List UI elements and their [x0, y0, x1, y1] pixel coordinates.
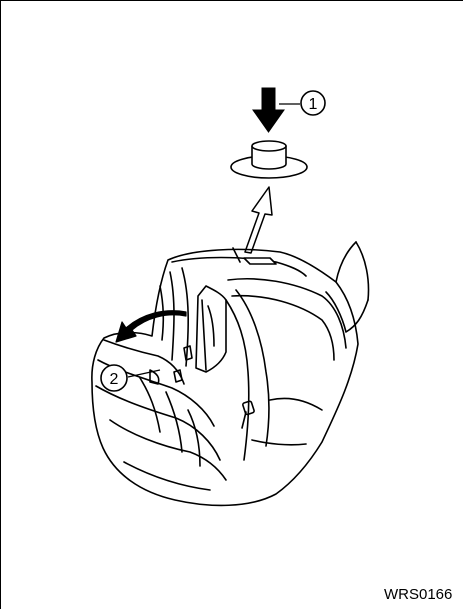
- figure-code: WRS0166: [384, 586, 452, 603]
- callout-step1-label: 1: [309, 96, 318, 113]
- rear-seat: [92, 242, 369, 505]
- fold-down-arrow-icon: [116, 311, 186, 342]
- push-down-arrow-icon: [253, 88, 284, 132]
- button-cap-top: [252, 141, 286, 151]
- release-button: [231, 141, 307, 178]
- callout-step2-label: 2: [110, 371, 119, 388]
- callout-step1: 1: [279, 91, 325, 115]
- detail-leader-arrow-icon: [245, 187, 272, 253]
- seat-outline: [92, 249, 358, 505]
- callout-step2: 2: [101, 365, 160, 391]
